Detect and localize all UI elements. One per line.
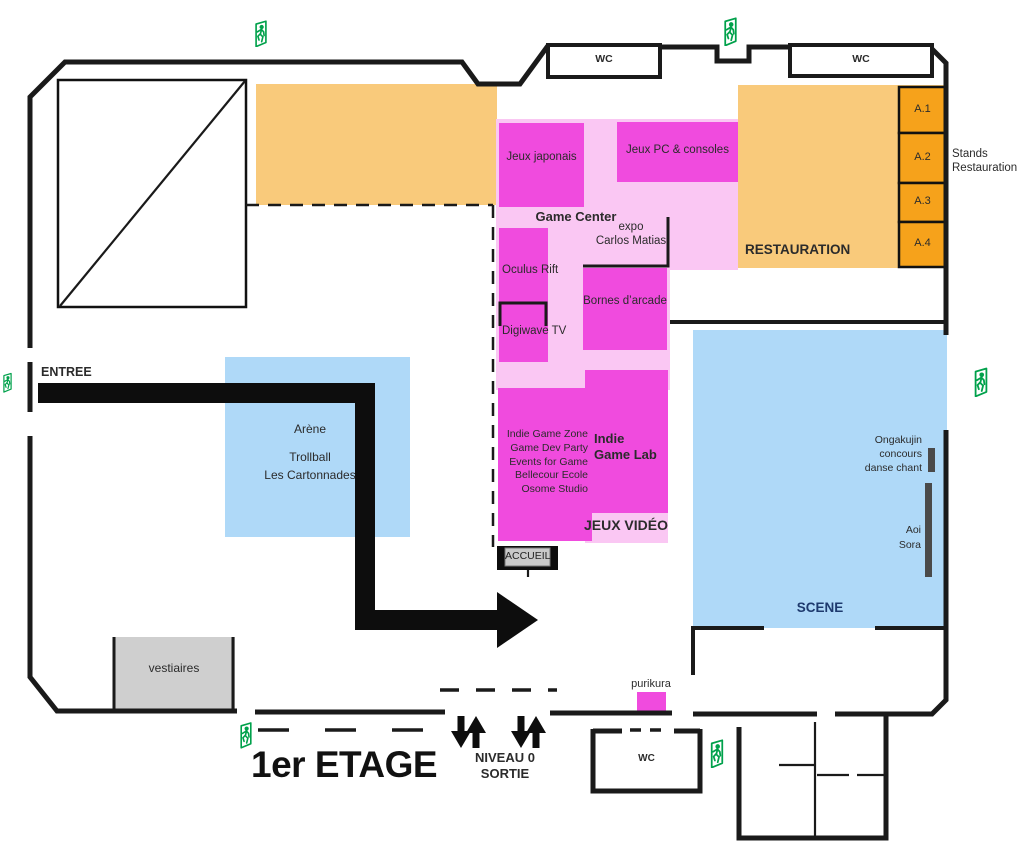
bottom-right-room-partitions <box>779 722 884 836</box>
accueil-sign-box <box>504 547 551 567</box>
zone-jeux-pc-consoles <box>617 122 738 182</box>
stand-a3-label: A.3 <box>914 195 931 207</box>
escalator-arrows <box>451 716 546 748</box>
stand-a4-box <box>897 220 948 269</box>
up-arrow-icon <box>526 716 546 748</box>
bornes-arcade-label: Bornes d’arcade <box>583 295 667 307</box>
entrance-route-arrow <box>38 383 538 648</box>
cartonnades-label: Les Cartonnades <box>264 468 356 482</box>
digiwave-tv-label: Digiwave TV <box>502 325 567 337</box>
dashed-boundaries <box>246 203 668 732</box>
emergency-exit-icon <box>710 739 724 768</box>
emergency-exit-icon <box>255 20 267 47</box>
floor-title: 1er ETAGE <box>251 744 438 785</box>
stand-a2-box <box>897 131 948 185</box>
jeux-pc-consoles-label: Jeux PC & consoles <box>626 144 729 156</box>
wc-bottom-label: WC <box>638 753 655 764</box>
zone-indie-game-lab <box>498 370 668 541</box>
up-arrow-icon <box>466 716 486 748</box>
zone-bornes-arcade <box>583 268 667 350</box>
zone-jeux-japonais <box>499 123 584 207</box>
stand-a2-label: A.2 <box>914 151 931 163</box>
entree-label: ENTREE <box>41 365 92 379</box>
accueil-label: ACCUEIL <box>505 550 551 562</box>
restauration-label: RESTAURATION <box>745 242 851 257</box>
arene-label: Arène <box>293 422 327 436</box>
zone-orange-strip <box>256 84 497 205</box>
zone-oculus-digiwave <box>499 228 548 362</box>
oculus-rift-label: Oculus Rift <box>502 264 559 276</box>
digiwave-partition <box>498 301 548 326</box>
jeux-japonais-label: Jeux japonais <box>506 151 577 163</box>
vestiaires-label: vestiaires <box>148 661 200 675</box>
emergency-exit-icon <box>974 367 988 397</box>
stand-a1-box <box>897 85 948 135</box>
stand-a1-label: A.1 <box>914 103 931 115</box>
stand-a3-box <box>897 181 948 224</box>
jeux-video-label: JEUX VIDÉO <box>583 517 668 533</box>
wc-top-left-label: WC <box>595 53 613 65</box>
zone-vestiaires <box>113 637 235 711</box>
down-arrow-icon <box>451 716 471 748</box>
stand-a4-label: A.4 <box>914 237 931 249</box>
emergency-exit-icon <box>724 17 737 46</box>
wc-room-top-right <box>788 43 934 78</box>
scene-label: SCENE <box>796 600 844 615</box>
purikura-label: purikura <box>631 678 671 690</box>
crossed-square-diagonal <box>59 80 246 307</box>
ongakujin-bar <box>928 448 935 472</box>
aoi-sora-bar <box>925 483 932 577</box>
wc-top-right-label: WC <box>852 53 870 65</box>
trollball-label: Trollball <box>289 450 331 464</box>
zone-purikura <box>637 692 666 712</box>
game-center-label: Game Center <box>535 209 617 224</box>
emergency-exit-icon <box>3 372 12 393</box>
emergency-exit-icon <box>240 722 252 749</box>
wc-room-top-left <box>546 43 662 79</box>
expo-partition <box>583 217 670 268</box>
zone-scene-area <box>693 330 947 628</box>
vestiaires-walls <box>112 637 235 711</box>
down-arrow-icon <box>511 716 531 748</box>
